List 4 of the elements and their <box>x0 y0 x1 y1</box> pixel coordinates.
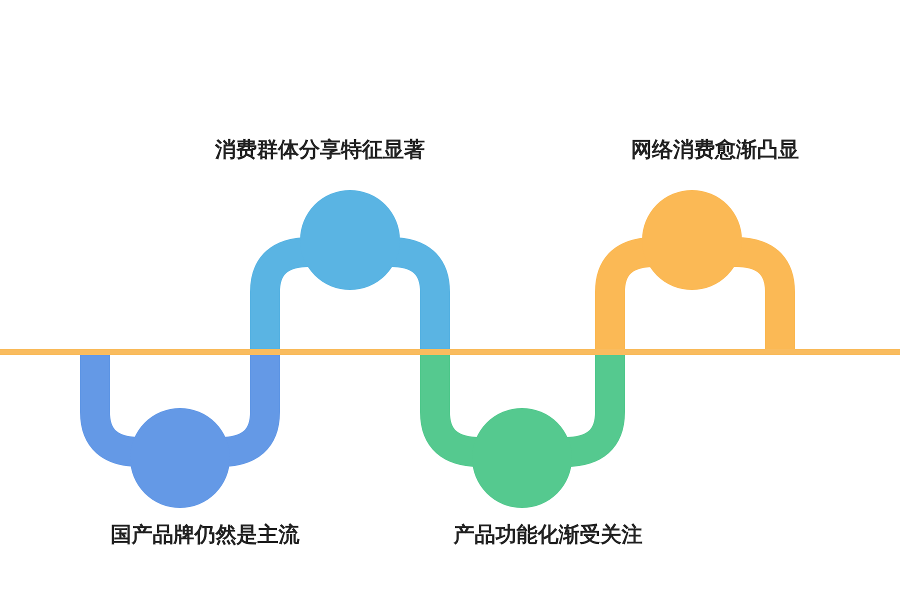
circle-caption: 国产品牌仍然是主流 <box>110 522 300 548</box>
circle-caption: 消费群体分享特征显著 <box>215 137 425 164</box>
circle-caption: 产品功能化渐受关注 <box>454 522 642 548</box>
circle-caption: 网络消费愈渐凸显 <box>631 137 799 164</box>
